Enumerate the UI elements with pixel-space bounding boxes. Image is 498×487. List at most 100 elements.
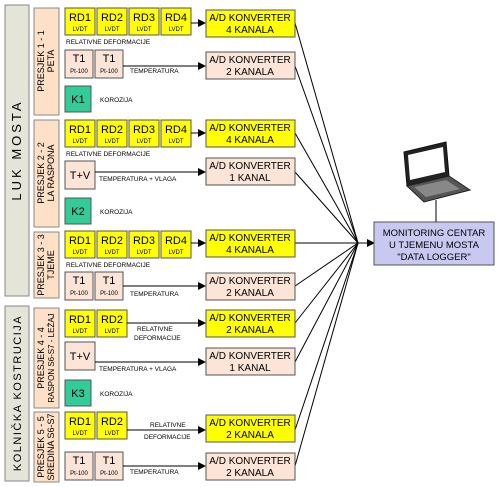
pt100-label: Pt-100 (100, 69, 118, 75)
lvdt-label: LVDT (105, 329, 120, 335)
lvdt-label: LVDT (105, 250, 120, 256)
rel-def-line1: RELATIVNE (150, 422, 186, 429)
converter-title: A/D KONVERTER (209, 313, 291, 324)
section-3-line1: PRESJEK 3 - 3 (36, 234, 46, 296)
lvdt-label: LVDT (73, 329, 88, 335)
monitoring-line1: MONITORING CENTAR (383, 228, 486, 239)
converter-title: A/D KONVERTER (209, 233, 291, 244)
rd3-sensor (128, 7, 160, 36)
section-5-box (33, 411, 60, 483)
pt100-label: Pt-100 (70, 471, 88, 477)
rd3-label: RD3 (133, 124, 155, 136)
lvdt-label: LVDT (137, 27, 152, 33)
rd2-label: RD2 (101, 12, 123, 24)
converter-title: A/D KONVERTER (209, 123, 291, 134)
section-1-line1: PRESJEK 1 - 1 (36, 30, 46, 92)
rel-def-line2: DEFORMACIJE (134, 335, 181, 342)
monitoring-line3: "DATA LOGGER" (397, 252, 470, 263)
t1-sensor-b (94, 451, 124, 481)
converter-title: A/D KONVERTER (209, 456, 291, 467)
converter-5 (205, 229, 296, 258)
rd2-sensor (96, 119, 128, 148)
rd2-sensor (96, 7, 128, 36)
row-7-rd-sensors: RD1 LVDT RD2 LVDT RD3 LVDT RD4 LVDT (64, 230, 192, 259)
converter-channels: 2 KANALA (226, 325, 274, 336)
lvdt-label: LVDT (105, 27, 120, 33)
converter-title: A/D KONVERTER (209, 13, 291, 24)
pt100-label: Pt-100 (100, 291, 118, 297)
section-3-line2: TJEME (46, 250, 56, 280)
rel-def-label: RELATIVNE DEFORMACIJE (66, 39, 151, 46)
section-5-line1: PRESJEK 5 - 5 (36, 416, 46, 478)
rel-def-line1: RELATIVNE (137, 326, 173, 333)
rd1-label: RD1 (69, 124, 91, 136)
pt100-label: Pt-100 (70, 69, 88, 75)
converter-3 (205, 119, 296, 148)
korozija-label: KOROZIJA (100, 209, 133, 216)
row-4-rd-sensors: RD1 LVDT RD2 LVDT RD3 LVDT RD4 LVDT (64, 119, 192, 148)
rd1-sensor (64, 7, 96, 36)
tv-sensor (64, 341, 96, 371)
section-1-line2: PETA (46, 50, 56, 73)
section-2-line1: PRESJEK 2 - 2 (36, 142, 46, 204)
lvdt-label: LVDT (105, 139, 120, 145)
tv-label: T+V (70, 351, 91, 363)
converter-8 (205, 347, 296, 376)
converter-title: A/D KONVERTER (209, 55, 291, 66)
rd1-label: RD1 (69, 314, 91, 326)
rd1-sensor (64, 309, 96, 338)
temperatura-label: TEMPERATURA (130, 469, 179, 476)
t1-sensor-b (94, 49, 124, 79)
group-luk-mosta-label: LUK MOSTA (9, 99, 24, 200)
converter-channels: 2 KANALA (226, 288, 274, 299)
group-luk-mosta-box (4, 4, 30, 297)
temperatura-label: TEMPERATURA (130, 291, 179, 298)
converter-channels: 1 KANAL (229, 363, 271, 374)
tv-label: T+V (70, 170, 91, 182)
converter-title: A/D KONVERTER (209, 351, 291, 362)
rd1-sensor (64, 230, 96, 259)
lvdt-label: LVDT (169, 139, 184, 145)
group-kolnicka-box (4, 305, 30, 482)
section-2-line2: LA RASPONA (46, 144, 56, 201)
lvdt-label: LVDT (105, 431, 120, 437)
rd2-label: RD2 (101, 416, 123, 428)
tv-sensor (64, 160, 96, 190)
section-4-box (33, 307, 60, 409)
t1-label: T1 (73, 455, 86, 467)
rel-def-label: RELATIVNE DEFORMACIJE (66, 151, 151, 158)
t1-label: T1 (103, 275, 116, 287)
lvdt-label: LVDT (169, 27, 184, 33)
korozija-label: KOROZIJA (100, 97, 133, 104)
t1-sensor-a (64, 271, 94, 301)
rd4-sensor (160, 230, 192, 259)
rd3-sensor (128, 119, 160, 148)
t1-sensor-a (64, 451, 94, 481)
rd3-label: RD3 (133, 235, 155, 247)
k3-sensor (64, 379, 92, 407)
rd4-label: RD4 (165, 12, 187, 24)
t1-label: T1 (103, 53, 116, 65)
temp-vlaga-label: TEMPERATURA + VLAGA (99, 366, 177, 373)
monitoring-centre-box (373, 221, 495, 266)
rd1-label: RD1 (69, 235, 91, 247)
rd2-label: RD2 (101, 124, 123, 136)
pt100-label: Pt-100 (100, 471, 118, 477)
rd2-label: RD2 (101, 235, 123, 247)
section-4-line1: PRESJEK 4 - 4 (36, 327, 46, 389)
rd1-label: RD1 (69, 416, 91, 428)
converter-title: A/D KONVERTER (209, 276, 291, 287)
converter-channels: 1 KANAL (229, 173, 271, 184)
converter-1 (205, 9, 296, 38)
converter-9 (205, 414, 296, 443)
rd1-sensor (64, 411, 96, 440)
rd3-sensor (128, 230, 160, 259)
row-1-rd-sensors: RD1 LVDT RD2 LVDT RD3 LVDT RD4 LVDT (64, 7, 192, 36)
lvdt-label: LVDT (73, 139, 88, 145)
t1-label: T1 (73, 275, 86, 287)
section-2-box (33, 119, 60, 228)
rd4-label: RD4 (165, 235, 187, 247)
lvdt-label: LVDT (137, 139, 152, 145)
lvdt-label: LVDT (73, 431, 88, 437)
